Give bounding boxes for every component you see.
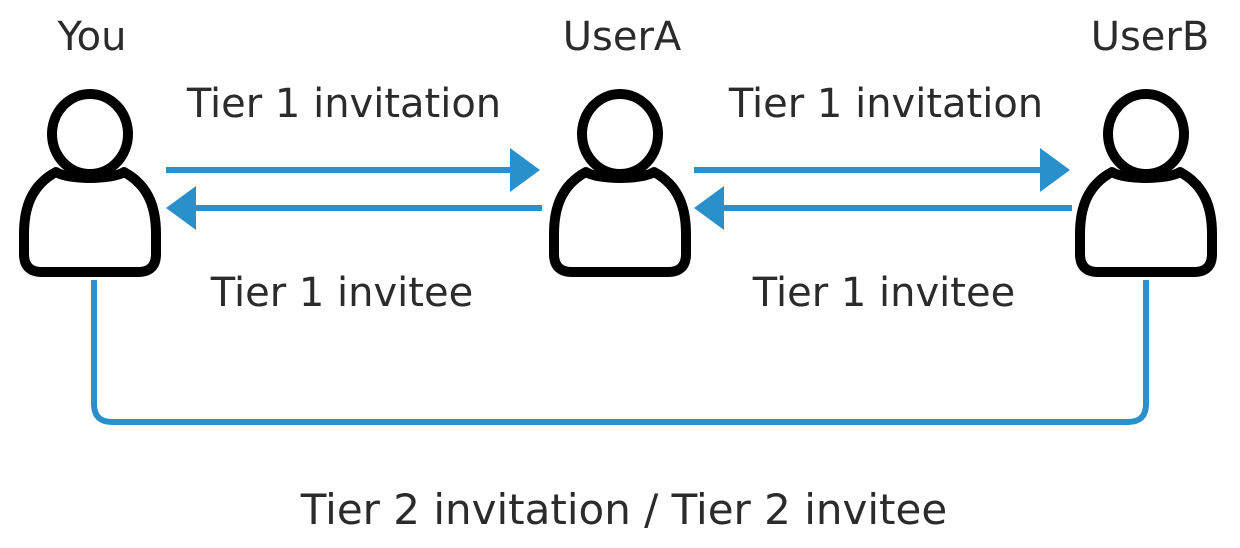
person-icon-you: [24, 94, 156, 272]
tier2-connector-line: [91, 280, 1149, 425]
arrow-usera-to-you: [166, 186, 542, 230]
node-label-you: You: [57, 14, 127, 60]
edge-label-you-userb-tier2: Tier 2 invitation / Tier 2 invitee: [300, 485, 947, 534]
person-icon-userb: [1080, 94, 1212, 272]
edge-label-usera-you-invitee: Tier 1 invitee: [210, 270, 473, 316]
arrow-usera-to-userb: [694, 148, 1070, 192]
edge-label-userb-usera-invitee: Tier 1 invitee: [752, 270, 1015, 316]
node-label-usera: UserA: [563, 14, 682, 60]
arrow-you-to-usera: [166, 148, 540, 192]
edge-label-you-usera-invitation: Tier 1 invitation: [186, 81, 501, 127]
arrow-userb-to-usera: [694, 186, 1072, 230]
node-label-userb: UserB: [1091, 14, 1210, 60]
person-icon-usera: [554, 94, 686, 272]
edge-label-usera-userb-invitation: Tier 1 invitation: [728, 81, 1043, 127]
